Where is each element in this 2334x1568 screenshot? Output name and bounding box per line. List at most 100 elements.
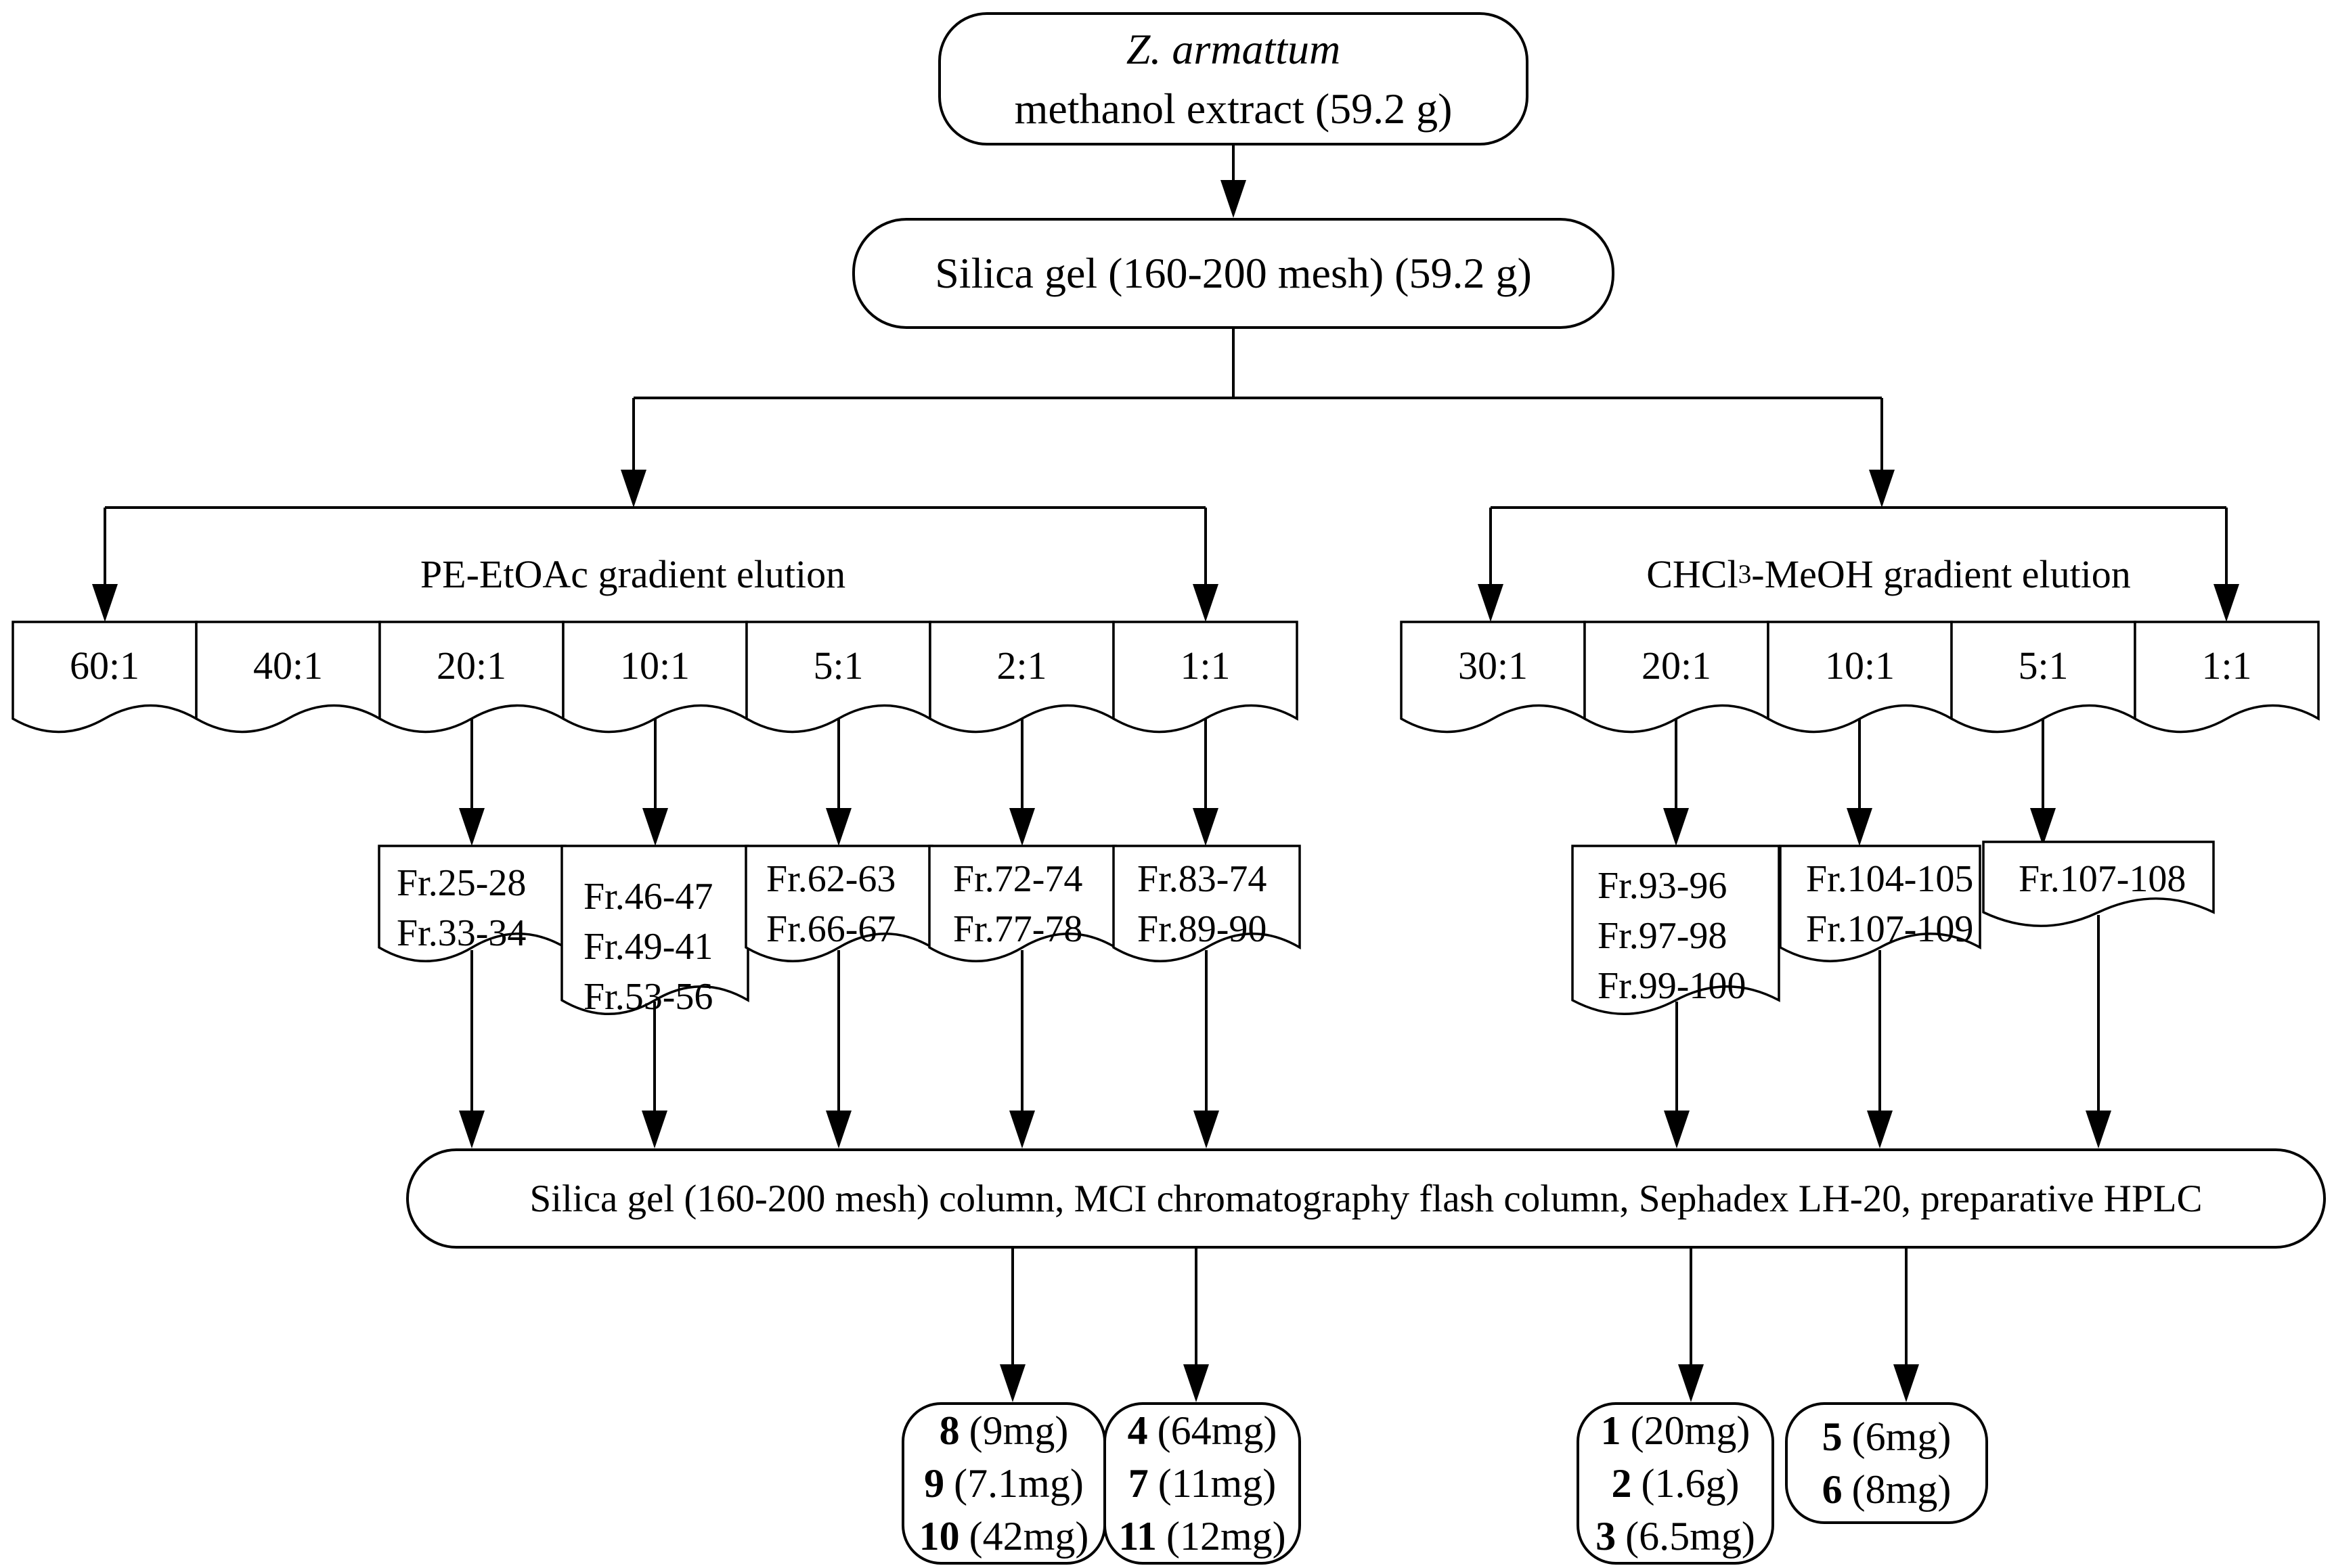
- left-branch-label: PE-EtOAc gradient elution: [420, 552, 846, 596]
- ratio-cell-label: 1:1: [1180, 643, 1231, 688]
- eluent-cell: [929, 621, 1115, 734]
- fraction-sheets: [378, 841, 2215, 1015]
- compound-amount: (11mg): [1158, 1461, 1277, 1506]
- fraction-range: Fr.93-96: [1598, 865, 1727, 907]
- arrowhead: [1664, 1111, 1690, 1148]
- compound-number: 7: [1128, 1461, 1149, 1506]
- arrowhead: [642, 808, 668, 846]
- arrowhead: [1869, 470, 1895, 508]
- compound-amount: (6.5mg): [1625, 1514, 1755, 1559]
- compound-number: 5: [1822, 1414, 1843, 1459]
- arrowhead: [1193, 1111, 1219, 1148]
- arrowhead: [1847, 808, 1872, 846]
- arrowhead: [642, 1111, 667, 1148]
- right-branch-label-rest: -MeOH gradient elution: [1751, 552, 2131, 596]
- fraction-list: Fr.46-47 Fr.49-41 Fr.53-56: [570, 872, 753, 1022]
- ratio-cell-label: 10:1: [1824, 643, 1895, 688]
- compound-number: 6: [1822, 1467, 1843, 1512]
- fraction-range: Fr.72-74: [953, 858, 1083, 900]
- fraction-range: Fr.77-78: [953, 908, 1083, 950]
- arrowhead: [1193, 808, 1218, 846]
- arrowhead: [1009, 808, 1035, 846]
- silica-gel-box: Silica gel (160-200 mesh) (59.2 g): [852, 218, 1614, 329]
- fraction-range: Fr.49-41: [584, 926, 713, 968]
- fraction-range: Fr.83-74: [1137, 858, 1267, 900]
- fraction-range: Fr.89-90: [1137, 908, 1267, 950]
- fraction-list: Fr.72-74 Fr.77-78: [940, 854, 1122, 954]
- arrowhead: [2030, 808, 2056, 846]
- compound-amount: (6mg): [1851, 1414, 1952, 1459]
- fraction-list: Fr.93-96 Fr.97-98 Fr.99-100: [1584, 861, 1780, 1011]
- arrowhead: [1220, 180, 1246, 218]
- arrowhead: [1478, 584, 1503, 622]
- compound-amount: (12mg): [1166, 1514, 1286, 1559]
- right-branch-label-base: CHCl: [1646, 552, 1738, 596]
- fraction-sheet: [1571, 845, 1780, 1015]
- arrowheads: [92, 180, 2239, 1402]
- compound-number: 2: [1611, 1461, 1632, 1506]
- compound-entry: 5(6mg): [1822, 1410, 1952, 1463]
- silica-gel-label: Silica gel (160-200 mesh) (59.2 g): [935, 249, 1532, 297]
- compound-entry: 7(11mg): [1128, 1457, 1276, 1510]
- ratio-cell-label: 20:1: [1641, 643, 1712, 688]
- arrowhead: [621, 470, 646, 508]
- arrowhead: [1663, 808, 1689, 846]
- compound-entry: 9(7.1mg): [924, 1457, 1084, 1510]
- eluent-cell: [378, 621, 565, 734]
- compound-box: 1(20mg) 2(1.6g) 3(6.5mg): [1577, 1402, 1774, 1565]
- compound-box: 8(9mg) 9(7.1mg) 10(42mg): [902, 1402, 1106, 1565]
- compound-number: 9: [924, 1461, 945, 1506]
- arrowhead: [92, 584, 118, 622]
- eluent-cell: [12, 621, 198, 734]
- extract-detail: methanol extract (59.2 g): [1014, 84, 1453, 133]
- arrowhead: [2214, 584, 2239, 622]
- compound-number: 10: [919, 1514, 960, 1559]
- compound-box: 4(64mg) 7(11mg) 11(12mg): [1103, 1402, 1301, 1565]
- ratio-cell-label: 5:1: [813, 643, 864, 688]
- compound-amount: (42mg): [969, 1514, 1089, 1559]
- fraction-range: Fr.107-109: [1806, 908, 1974, 950]
- fraction-range: Fr.99-100: [1598, 965, 1746, 1007]
- purification-box: Silica gel (160-200 mesh) column, MCI ch…: [406, 1148, 2326, 1249]
- compound-number: 1: [1600, 1408, 1621, 1453]
- compound-entry: 6(8mg): [1822, 1463, 1952, 1516]
- arrowhead: [459, 1111, 485, 1148]
- fraction-sheet: [378, 845, 567, 962]
- compound-amount: (9mg): [969, 1408, 1069, 1453]
- ratio-cell-label: 30:1: [1457, 643, 1528, 688]
- fraction-list: Fr.104-105 Fr.107-109: [1792, 854, 1989, 954]
- flow-lines: [104, 145, 2228, 1366]
- eluent-cells: [12, 621, 2320, 734]
- fraction-sheet: [1112, 845, 1301, 962]
- ratio-cell-label: 2:1: [996, 643, 1047, 688]
- compound-entry: 2(1.6g): [1612, 1457, 1740, 1510]
- fraction-sheet: [745, 845, 933, 962]
- arrowhead: [1193, 584, 1218, 622]
- extract-species: Z. armattum: [1126, 20, 1341, 79]
- eluent-cell: [1400, 621, 1586, 734]
- eluent-cell: [562, 621, 748, 734]
- compound-number: 11: [1118, 1514, 1158, 1559]
- arrowhead: [826, 1111, 852, 1148]
- fraction-list: Fr.25-28 Fr.33-34: [383, 858, 566, 958]
- compound-number: 8: [939, 1408, 960, 1453]
- fraction-range: Fr.53-56: [584, 976, 713, 1018]
- fraction-range: Fr.25-28: [397, 862, 527, 904]
- eluent-cell: [745, 621, 931, 734]
- ratio-cell-label: 1:1: [2201, 643, 2252, 688]
- eluent-cell: [2134, 621, 2320, 734]
- fraction-range: Fr.33-34: [397, 912, 527, 954]
- ratio-cell-label: 40:1: [252, 643, 324, 688]
- fraction-range: Fr.62-63: [766, 858, 896, 900]
- fraction-sheet: [1779, 845, 1981, 962]
- compound-entry: 11(12mg): [1118, 1510, 1285, 1563]
- fraction-list: Fr.62-63 Fr.66-67: [753, 854, 935, 954]
- arrowhead: [1893, 1364, 1919, 1402]
- eluent-cell: [1583, 621, 1769, 734]
- extract-species-name: Z. armattum: [1126, 24, 1341, 73]
- extract-box: Z. armattum methanol extract (59.2 g): [938, 12, 1528, 145]
- fraction-range: Fr.66-67: [766, 908, 896, 950]
